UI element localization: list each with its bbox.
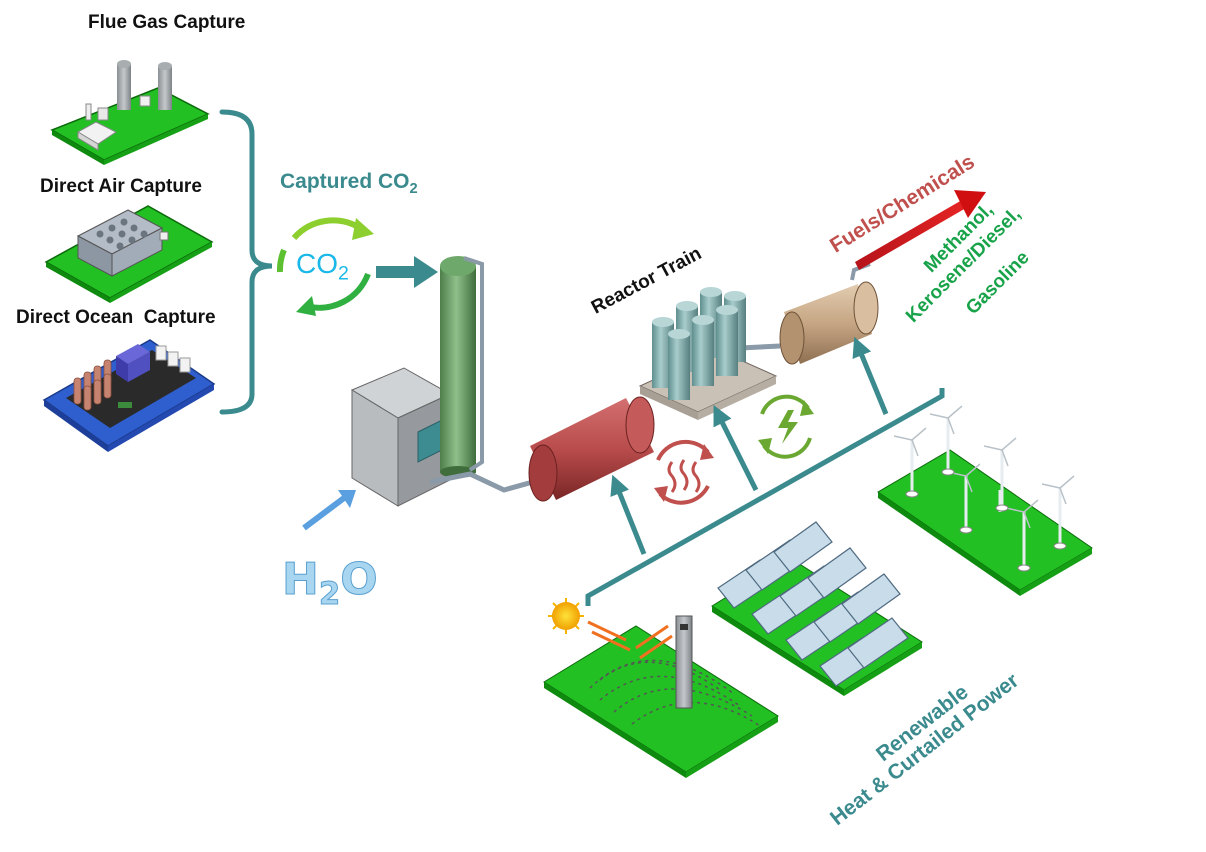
captured-co2-label: Captured CO2 (280, 170, 418, 197)
reactor-train-icon (640, 287, 776, 420)
co2-cycle-label: CO2 (296, 248, 349, 286)
direct-air-capture-label: Direct Air Capture (40, 176, 202, 198)
captured-co2-text: Captured CO (280, 170, 410, 193)
rwgs-reactor-icon (529, 397, 654, 501)
direct-air-capture-icon (46, 206, 212, 303)
co2-cycle-text: CO (296, 248, 338, 279)
electrolyzer-cabinet-icon (352, 368, 450, 506)
sun-icon (548, 598, 584, 634)
capture-sources-bracket (222, 112, 272, 412)
solar-pv-farm-icon (712, 522, 922, 696)
co2-cycle-subscript: 2 (338, 263, 349, 285)
flue-gas-capture-icon (52, 60, 208, 165)
water-o: O (340, 554, 377, 605)
wind-farm-icon (878, 406, 1092, 596)
direct-ocean-capture-label: Direct Ocean Capture (16, 307, 216, 329)
absorber-column-icon (440, 256, 482, 478)
water-feed-arrow (304, 490, 356, 528)
solar-thermal-field-icon (544, 616, 778, 778)
flue-gas-capture-label: Flue Gas Capture (88, 12, 245, 34)
water-h: H (282, 554, 319, 605)
electric-power-icon (758, 397, 814, 457)
captured-co2-subscript: 2 (410, 181, 418, 197)
co2-feed-arrow (376, 256, 438, 288)
direct-ocean-capture-icon (44, 340, 214, 452)
water-subscript: 2 (319, 576, 340, 612)
water-label: H2O (282, 554, 378, 612)
heat-cycle-icon (654, 442, 714, 503)
product-reactor-icon (780, 264, 878, 364)
